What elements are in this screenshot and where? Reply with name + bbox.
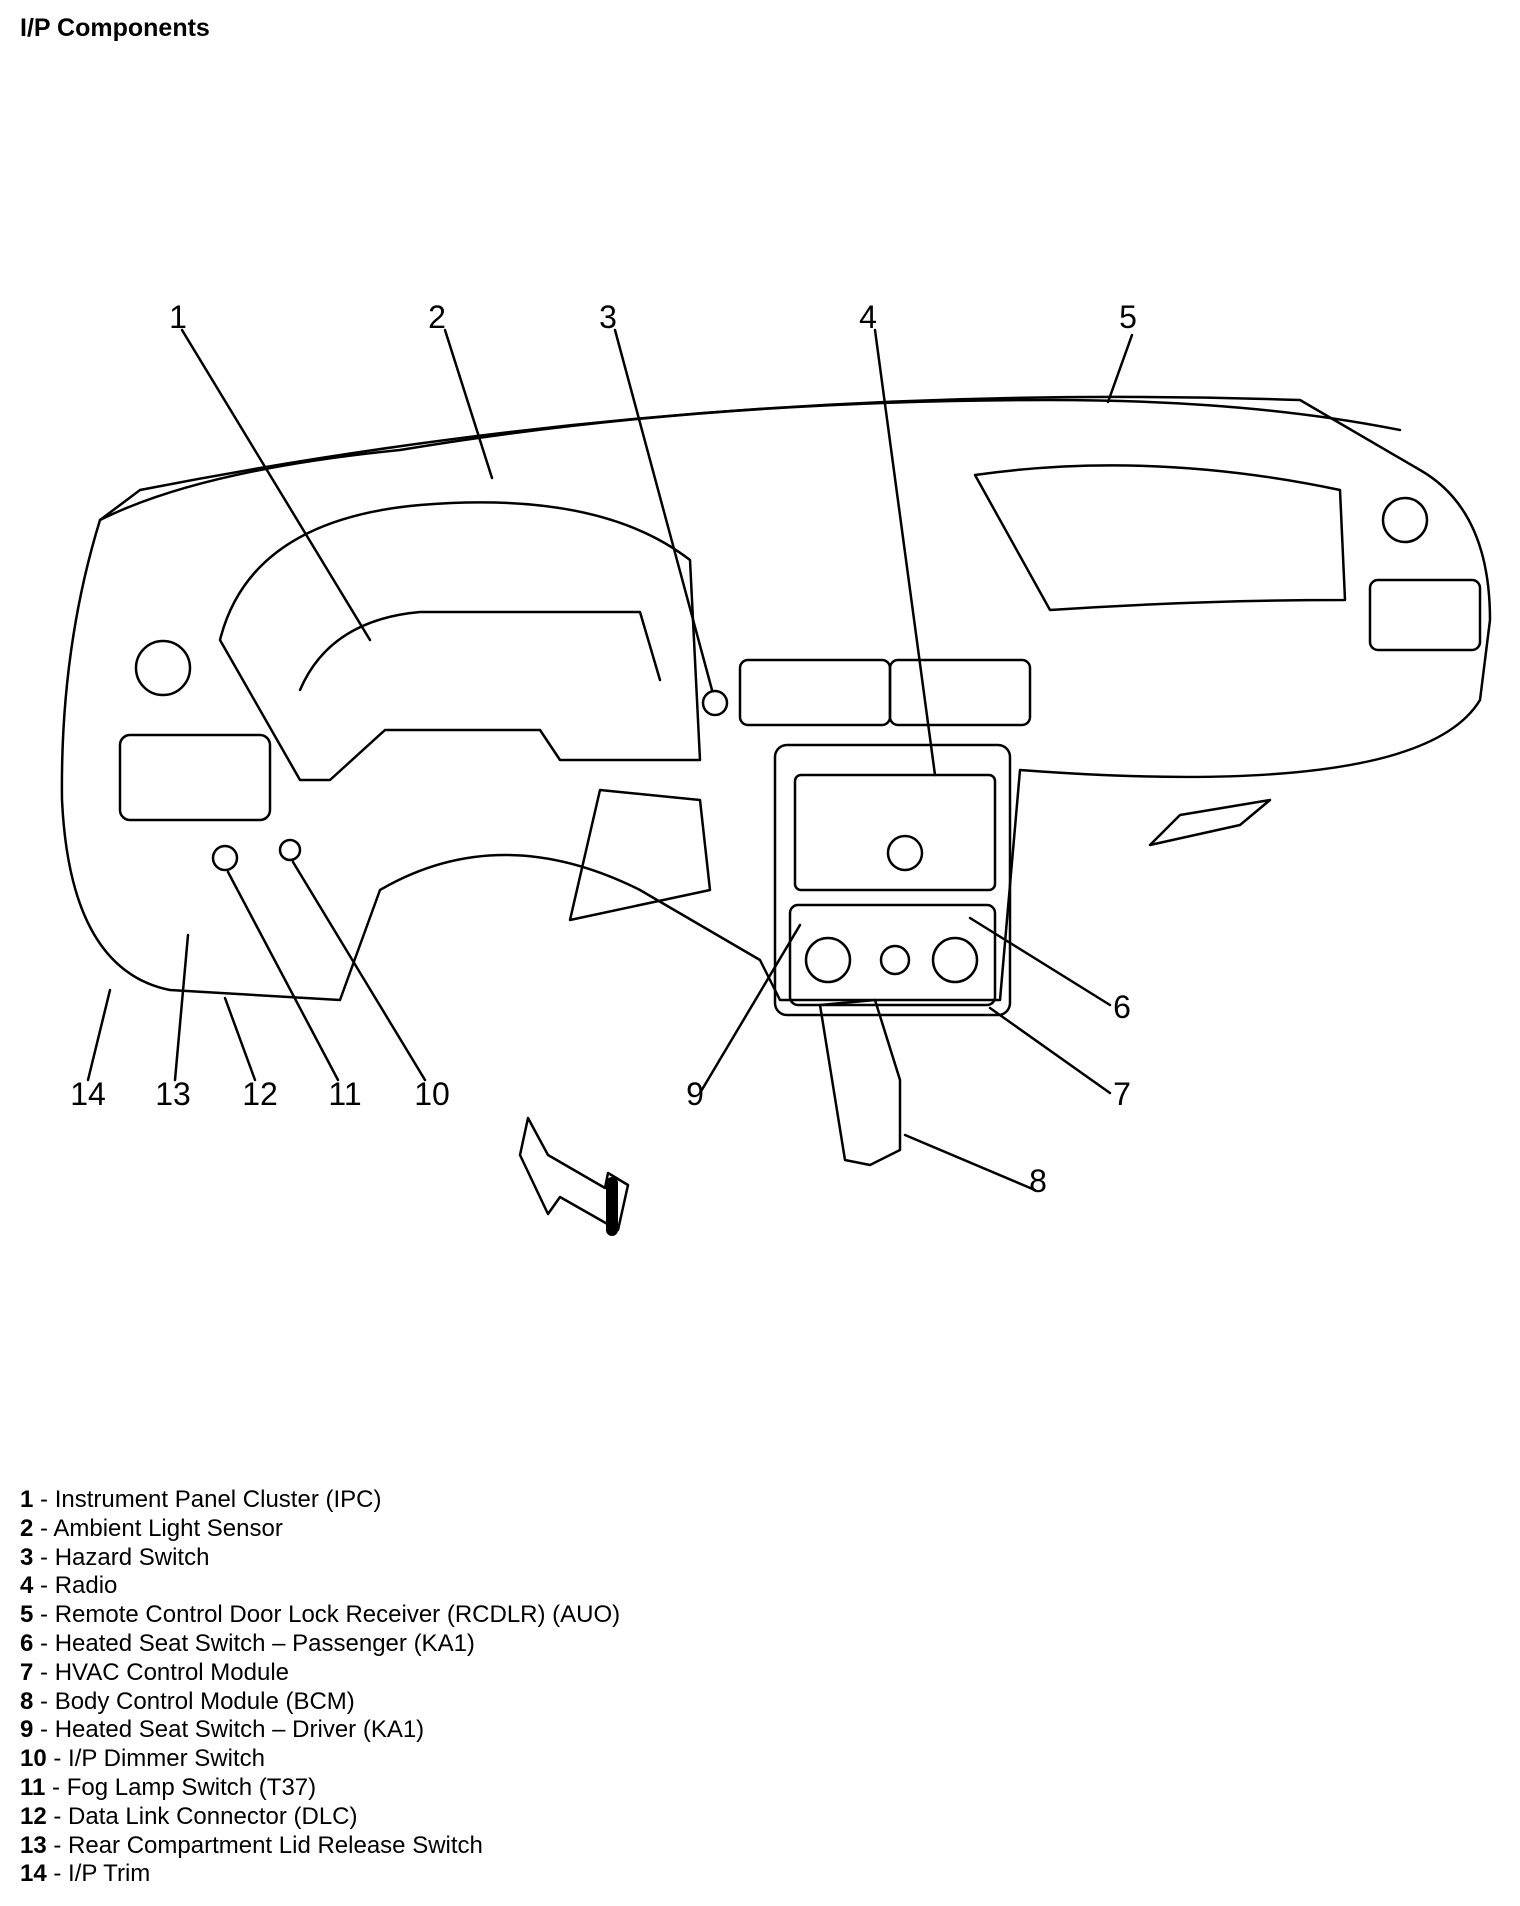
legend-item: 4 - Radio <box>20 1572 118 1600</box>
callout-7: 7 <box>1113 1076 1131 1112</box>
callout-6: 6 <box>1113 989 1131 1025</box>
callout-2: 2 <box>428 299 446 335</box>
legend-item: 7 - HVAC Control Module <box>20 1658 290 1686</box>
leader-7 <box>988 1006 1112 1095</box>
leader-13 <box>173 933 190 1082</box>
instrument-panel-diagram: 1 2 3 4 5 6 7 8 9 10 11 12 13 14 <box>60 299 1492 1236</box>
radio-knob <box>886 834 924 872</box>
leader-9 <box>698 923 802 1095</box>
callout-3: 3 <box>599 299 617 335</box>
leader-3 <box>613 328 714 692</box>
legend-item: 3 - Hazard Switch <box>20 1543 210 1571</box>
legend-item: 11 - Fog Lamp Switch (T37) <box>20 1773 317 1801</box>
dimmer-switch <box>278 838 302 862</box>
component-legend: 1 - Instrument Panel Cluster (IPC) 2 - A… <box>20 1486 620 1889</box>
right-square-vent <box>1368 578 1482 652</box>
hvac-knob-center <box>879 944 911 976</box>
legend-item: 5 - Remote Control Door Lock Receiver (R… <box>20 1601 621 1629</box>
callout-11: 11 <box>328 1076 361 1112</box>
leader-11 <box>226 870 340 1082</box>
cluster-hood <box>218 501 702 782</box>
callout-8: 8 <box>1029 1163 1047 1199</box>
leader-8 <box>903 1133 1037 1192</box>
callout-10: 10 <box>414 1076 450 1112</box>
callout-9: 9 <box>686 1076 704 1112</box>
legend-item: 10 - I/P Dimmer Switch <box>20 1745 265 1773</box>
fog-lamp-switch <box>211 844 239 872</box>
callout-13: 13 <box>155 1076 191 1112</box>
callout-4: 4 <box>859 299 877 335</box>
radio <box>793 773 997 892</box>
legend-item: 8 - Body Control Module (BCM) <box>20 1687 355 1715</box>
legend-item: 14 - I/P Trim <box>20 1860 151 1888</box>
callout-14: 14 <box>70 1076 106 1112</box>
left-round-vent <box>134 639 192 697</box>
steering-column-bracket <box>568 788 712 922</box>
legend-item: 6 - Heated Seat Switch – Passenger (KA1) <box>20 1629 475 1657</box>
legend-item: 1 - Instrument Panel Cluster (IPC) <box>20 1486 382 1513</box>
center-stack <box>773 743 1012 1017</box>
legend-item: 12 - Data Link Connector (DLC) <box>20 1802 358 1830</box>
hvac-panel <box>788 903 997 1007</box>
right-round-vent <box>1381 496 1429 544</box>
hazard-switch <box>701 689 729 717</box>
cluster-opening <box>298 610 662 692</box>
leader-12 <box>223 996 257 1082</box>
leader-4 <box>873 328 937 777</box>
bcm-bracket <box>818 998 902 1167</box>
glovebox-handle <box>1148 798 1272 847</box>
center-vent-left <box>738 658 892 727</box>
left-square-vent <box>118 733 272 822</box>
airbag-door <box>973 464 1347 612</box>
callout-12: 12 <box>242 1076 278 1112</box>
callout-1: 1 <box>169 299 187 335</box>
hvac-knob-left <box>804 936 852 984</box>
legend-item: 2 - Ambient Light Sensor <box>20 1514 283 1542</box>
callout-5: 5 <box>1119 299 1137 335</box>
hvac-knob-right <box>931 936 979 984</box>
page-title: I/P Components <box>20 14 210 42</box>
forward-arrow-icon <box>518 1116 630 1232</box>
legend-item: 9 - Heated Seat Switch – Driver (KA1) <box>20 1716 425 1744</box>
leader-5 <box>1106 333 1134 404</box>
leader-6 <box>968 916 1112 1007</box>
leader-1 <box>180 328 372 642</box>
leader-14 <box>86 988 112 1082</box>
leader-2 <box>443 328 494 480</box>
center-vent-right <box>888 658 1032 727</box>
dash-top-edge <box>98 398 1402 522</box>
leader-10 <box>291 860 427 1082</box>
legend-item: 13 - Rear Compartment Lid Release Switch <box>20 1831 483 1859</box>
